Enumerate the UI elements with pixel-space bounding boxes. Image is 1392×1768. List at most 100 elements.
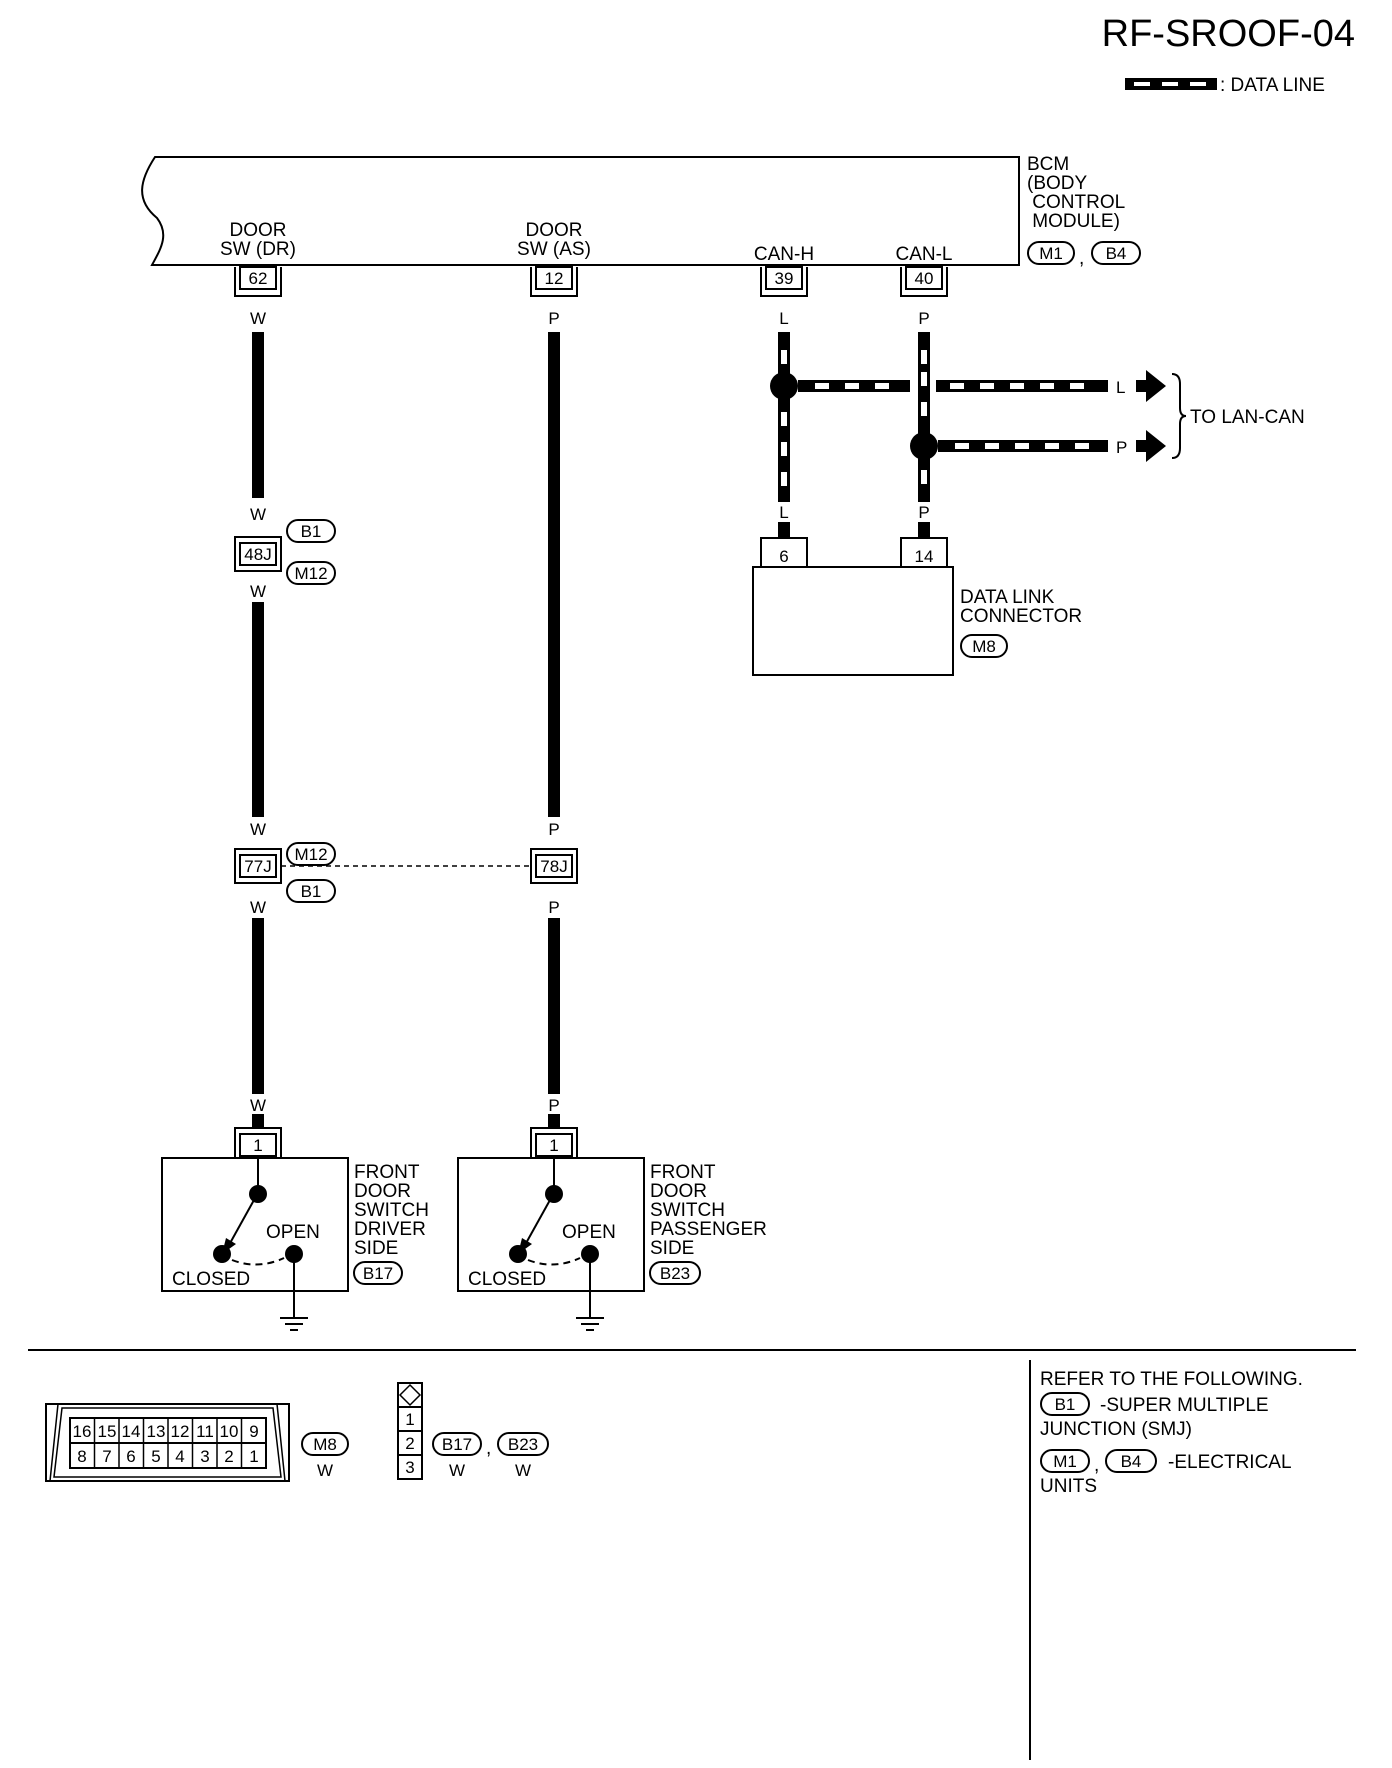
lan-can-l-line: P — [910, 430, 1166, 462]
svg-text:48J: 48J — [244, 545, 271, 564]
lan-can-brace — [1171, 373, 1187, 459]
svg-text:2: 2 — [224, 1447, 233, 1466]
svg-text:3: 3 — [405, 1458, 414, 1477]
junction-48j-code-m12: M12 — [294, 564, 327, 583]
door-switch-connector-view: 1 2 3 B17 , B23 W W — [397, 1382, 549, 1480]
wire-door-sw-as — [548, 332, 560, 1094]
lan-can-label: TO LAN-CAN — [1190, 407, 1305, 428]
wire-color-39: L — [779, 309, 788, 328]
lock-tab-icon — [398, 1383, 422, 1407]
svg-text:39: 39 — [775, 269, 794, 288]
bcm-pin-12: 12 — [530, 266, 578, 297]
junction-48j-code-b1: B1 — [301, 522, 322, 541]
lan-wire-l: L — [1116, 378, 1125, 397]
svg-text:FRONT: FRONT — [650, 1162, 716, 1183]
svg-text:FRONT: FRONT — [354, 1162, 420, 1183]
refer-heading: REFER TO THE FOLLOWING. — [1040, 1369, 1303, 1390]
svg-text:,: , — [1094, 1455, 1099, 1476]
svg-text:16: 16 — [73, 1422, 92, 1441]
dlc-pin-6: 6 — [779, 547, 788, 566]
svg-text:12: 12 — [171, 1422, 190, 1441]
bcm-pin-62: 62 — [234, 266, 282, 297]
svg-text:78J: 78J — [540, 857, 567, 876]
svg-text:15: 15 — [98, 1422, 117, 1441]
svg-text:,: , — [486, 1438, 491, 1459]
svg-text:P: P — [548, 820, 559, 839]
can-l-data-line — [918, 332, 930, 502]
svg-text:SIDE: SIDE — [354, 1238, 398, 1259]
wire-color-40: P — [918, 309, 929, 328]
bcm-name-line-3: CONTROL — [1027, 192, 1125, 213]
svg-text:5: 5 — [151, 1447, 160, 1466]
arrow-right-icon — [1136, 430, 1166, 462]
switch-dr-connector: B17 — [363, 1264, 393, 1283]
svg-text:13: 13 — [147, 1422, 166, 1441]
switch-as-wire: P — [548, 1096, 559, 1115]
terminal-label-can-h: CAN-H — [754, 244, 814, 265]
junction-77j-code-m12: M12 — [294, 845, 327, 864]
svg-text:1: 1 — [249, 1447, 258, 1466]
terminal-label-door-sw-as-1: DOOR — [526, 220, 583, 241]
ground-icon — [576, 1317, 604, 1331]
data-line-legend: : DATA LINE — [1125, 75, 1325, 96]
bcm-box: BCM (BODY CONTROL MODULE) M1 , B4 — [141, 154, 1141, 269]
page-code: RF-SROOF-04 — [1102, 13, 1355, 55]
wire-color-12: P — [548, 309, 559, 328]
svg-text:W: W — [250, 582, 266, 601]
svg-text:B4: B4 — [1121, 1452, 1142, 1471]
junction-78j: P 78J P — [530, 820, 578, 917]
svg-text:W: W — [250, 505, 266, 524]
svg-text:W: W — [449, 1461, 465, 1480]
svg-text:8: 8 — [77, 1447, 86, 1466]
svg-text:12: 12 — [545, 269, 564, 288]
svg-text:DRIVER: DRIVER — [354, 1219, 426, 1240]
svg-text:7: 7 — [102, 1447, 111, 1466]
svg-text:SIDE: SIDE — [650, 1238, 694, 1259]
svg-text:-ELECTRICAL: -ELECTRICAL — [1168, 1452, 1292, 1473]
bcm-name-line-2: (BODY — [1027, 173, 1088, 194]
front-door-switch-driver: W 1 OPEN CLOSED FRONT DOOR SWITCH DRIVER… — [161, 1096, 429, 1331]
dlc-wire-l: L — [779, 503, 788, 522]
svg-text:JUNCTION (SMJ): JUNCTION (SMJ) — [1040, 1419, 1192, 1440]
svg-text:M1: M1 — [1053, 1452, 1077, 1471]
svg-text:B1: B1 — [1055, 1395, 1076, 1414]
svg-text:2: 2 — [405, 1434, 414, 1453]
bcm-name-line-1: BCM — [1027, 154, 1069, 175]
bcm-pin-39: 39 — [760, 266, 808, 297]
svg-text:SWITCH: SWITCH — [354, 1200, 429, 1221]
switch-dr-closed: CLOSED — [172, 1269, 250, 1290]
svg-text:10: 10 — [220, 1422, 239, 1441]
terminal-label-can-l: CAN-L — [895, 244, 952, 265]
dlc-name-line-1: DATA LINK — [960, 587, 1055, 608]
svg-text:1: 1 — [405, 1410, 414, 1429]
svg-text:DOOR: DOOR — [650, 1181, 707, 1202]
ground-icon — [280, 1317, 308, 1331]
wire-door-sw-dr — [252, 332, 264, 1094]
door-sw-view-code-b17: B17 — [442, 1435, 472, 1454]
svg-text:,: , — [1079, 248, 1084, 269]
wire-color-62: W — [250, 309, 266, 328]
svg-text:4: 4 — [175, 1447, 184, 1466]
switch-as-open: OPEN — [562, 1222, 616, 1243]
bcm-name-line-4: MODULE) — [1027, 211, 1120, 232]
junction-48j: W 48J W B1 M12 — [234, 505, 336, 601]
front-door-switch-passenger: P 1 OPEN CLOSED FRONT DOOR SWITCH PASSEN… — [457, 1096, 767, 1331]
bcm-connector-b4: B4 — [1106, 244, 1127, 263]
svg-text:6: 6 — [126, 1447, 135, 1466]
svg-text:P: P — [548, 898, 559, 917]
svg-text:UNITS: UNITS — [1040, 1476, 1097, 1497]
svg-text:SWITCH: SWITCH — [650, 1200, 725, 1221]
switch-as-closed: CLOSED — [468, 1269, 546, 1290]
switch-as-connector: B23 — [660, 1264, 690, 1283]
dlc-connector-view: 16 15 14 13 12 11 10 9 8 7 6 5 4 3 2 1 M… — [45, 1403, 349, 1482]
bcm-connector-m1: M1 — [1039, 244, 1063, 263]
switch-dr-wire: W — [250, 1096, 266, 1115]
dlc-pin-14: 14 — [915, 547, 934, 566]
switch-dr-open: OPEN — [266, 1222, 320, 1243]
dlc-name-line-2: CONNECTOR — [960, 606, 1082, 627]
lan-wire-p: P — [1116, 438, 1127, 457]
terminal-label-door-sw-dr-2: SW (DR) — [220, 239, 296, 260]
svg-text:PASSENGER: PASSENGER — [650, 1219, 767, 1240]
junction-77j: W 77J W M12 B1 — [234, 820, 336, 917]
